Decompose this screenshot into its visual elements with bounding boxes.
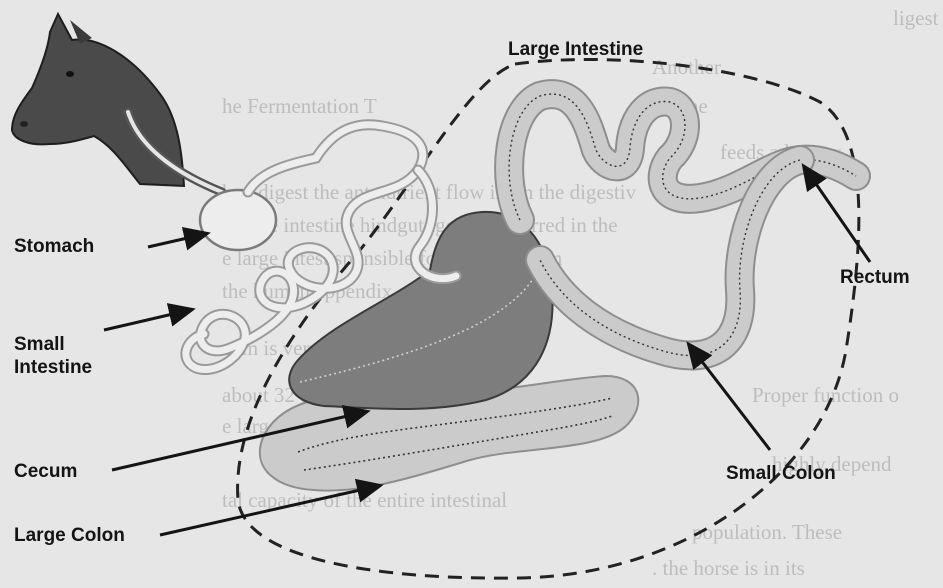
arrow-small-colon [690,346,770,450]
label-stomach: Stomach [14,235,94,258]
label-cecum: Cecum [14,460,77,483]
label-small-colon: Small Colon [726,462,836,485]
label-large-colon: Large Colon [14,524,125,547]
label-small-intestine-line2: Intestine [14,356,92,379]
stomach-shape [200,190,276,250]
label-small-intestine-line1: Small [14,333,65,356]
label-large-intestine: Large Intestine [508,38,643,61]
small-colon-shape [509,94,856,355]
arrow-large-colon [160,486,378,535]
label-rectum: Rectum [840,266,910,289]
horse-head [12,14,222,192]
arrow-small-intestine [104,310,190,330]
arrow-stomach [148,234,205,247]
